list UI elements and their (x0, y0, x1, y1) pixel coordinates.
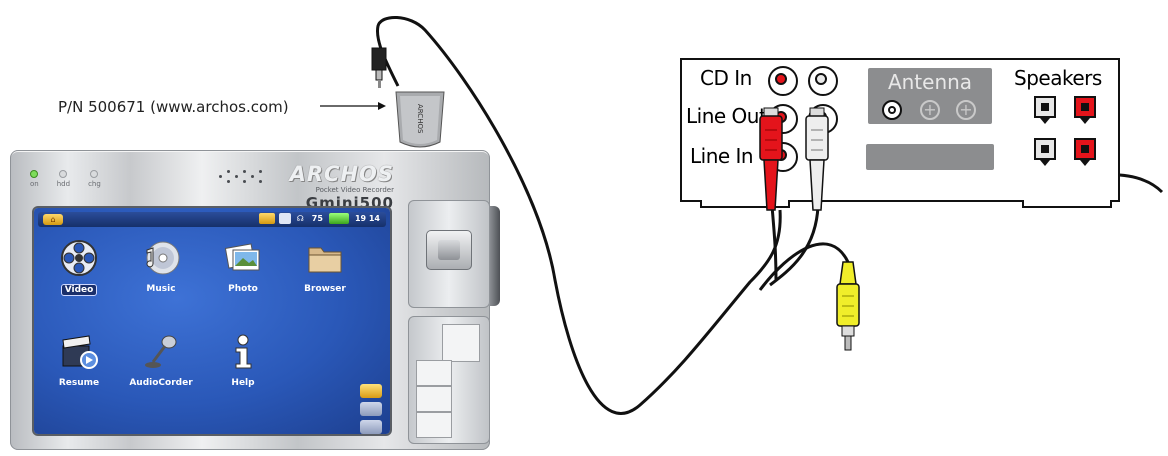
speaker-terminal-white-1[interactable] (1034, 96, 1056, 118)
cd-in-label: CD In (700, 66, 752, 90)
av-cable (375, 16, 782, 415)
microphone-icon (145, 335, 177, 368)
receiver-foot-left (700, 200, 790, 208)
cd-in-jack-red[interactable] (768, 66, 798, 96)
app-help[interactable]: Help (208, 332, 278, 388)
cd-music-icon (146, 241, 180, 275)
app-label: Browser (304, 284, 346, 294)
minijack-plug (371, 47, 387, 88)
led-on: on (30, 170, 39, 188)
device-screen: ⌂ ☊ 75 19 14 Video (34, 208, 390, 434)
info-help-icon (235, 334, 252, 369)
screen-status-bar: ⌂ ☊ 75 19 14 (38, 212, 386, 227)
speaker-terminal-tab (1080, 160, 1090, 166)
function-button-2[interactable] (416, 360, 452, 386)
app-label: AudioCorder (129, 378, 193, 388)
line-in-jack-red[interactable] (768, 142, 798, 172)
tools-icon[interactable] (360, 384, 382, 398)
receiver-foot-right (1022, 200, 1112, 208)
status-indicators: ☊ 75 19 14 (258, 213, 382, 224)
speaker-terminal-red-1[interactable] (1074, 96, 1096, 118)
rca-plug-yellow (836, 261, 860, 351)
led-label: on (30, 180, 39, 188)
folder-status-icon (258, 213, 275, 224)
brand-tagline: Pocket Video Recorder (315, 186, 394, 194)
part-number-label: P/N 500671 (www.archos.com) (58, 98, 289, 116)
speaker-terminal-tab (1040, 160, 1050, 166)
function-button-4[interactable] (416, 412, 452, 438)
antenna-panel: Antenna + + (868, 68, 992, 124)
function-button-3[interactable] (416, 386, 452, 412)
led-chg: chg (88, 170, 101, 188)
speaker-icon[interactable] (360, 402, 382, 416)
speaker-grille (215, 168, 267, 186)
line-in-label: Line In (690, 144, 754, 168)
antenna-terminal-1[interactable]: + (920, 100, 940, 120)
led-label: hdd (56, 180, 71, 188)
speakers-label: Speakers (1014, 66, 1102, 90)
cd-in-jack-white[interactable] (808, 66, 838, 96)
card-status-icon (278, 213, 291, 224)
antenna-label: Antenna (887, 70, 973, 94)
speaker-terminal-red-2[interactable] (1074, 138, 1096, 160)
app-video[interactable]: Video (44, 238, 114, 296)
headphone-icon: ☊ (296, 214, 304, 223)
split-cable-red (770, 205, 778, 281)
line-out-jack-white[interactable] (808, 104, 838, 134)
receiver-grey-slot (866, 144, 994, 170)
home-icon[interactable]: ⌂ (43, 214, 63, 225)
photo-stack-icon (224, 243, 260, 271)
app-music[interactable]: Music (126, 238, 196, 294)
line-out-label: Line Out (686, 104, 767, 128)
device-branding: ARCHOS Pocket Video Recorder Gmini500 (290, 162, 394, 212)
dpad-panel (408, 200, 490, 308)
screen-side-buttons (360, 384, 382, 434)
app-audiocorder[interactable]: AudioCorder (126, 332, 196, 388)
av-adapter (395, 91, 445, 148)
line-out-jack-red[interactable] (768, 104, 798, 134)
speaker-terminal-tab (1040, 118, 1050, 124)
volume-value: 75 (311, 214, 323, 223)
app-resume[interactable]: Resume (44, 332, 114, 388)
brand-name: ARCHOS (289, 162, 394, 186)
function-button-1[interactable] (442, 324, 480, 362)
app-label: Resume (58, 378, 100, 388)
led-indicators: on hdd chg (30, 170, 101, 188)
app-label: Video (60, 284, 98, 296)
antenna-terminal-2[interactable]: + (956, 100, 976, 120)
stereo-receiver: CD In Line Out Line In Antenna + + Speak… (680, 58, 1120, 202)
speaker-terminal-white-2[interactable] (1034, 138, 1056, 160)
antenna-coax-jack[interactable] (882, 100, 902, 120)
app-label: Photo (228, 284, 258, 294)
split-cable-white (769, 205, 820, 287)
app-photo[interactable]: Photo (208, 238, 278, 294)
clapper-resume-icon (62, 335, 98, 369)
joystick-button[interactable] (426, 230, 472, 270)
split-cable-yellow (758, 242, 850, 291)
function-button-panel (408, 316, 490, 444)
app-label: Music (146, 284, 176, 294)
led-label: chg (88, 180, 101, 188)
lock-icon[interactable] (360, 420, 382, 434)
brand-model: Gmini500 (305, 194, 394, 212)
battery-icon (328, 213, 349, 224)
folder-icon (308, 247, 342, 273)
speaker-terminal-tab (1080, 118, 1090, 124)
clock-time: 19 14 (354, 214, 380, 223)
app-browser[interactable]: Browser (290, 238, 360, 294)
side-edge-tab (490, 206, 500, 306)
led-hdd: hdd (57, 170, 70, 188)
film-reel-icon (61, 240, 97, 276)
app-label: Help (231, 378, 255, 388)
archos-gmini500-device: on hdd chg ARCHOS Pocket Video Recorder … (10, 150, 500, 450)
